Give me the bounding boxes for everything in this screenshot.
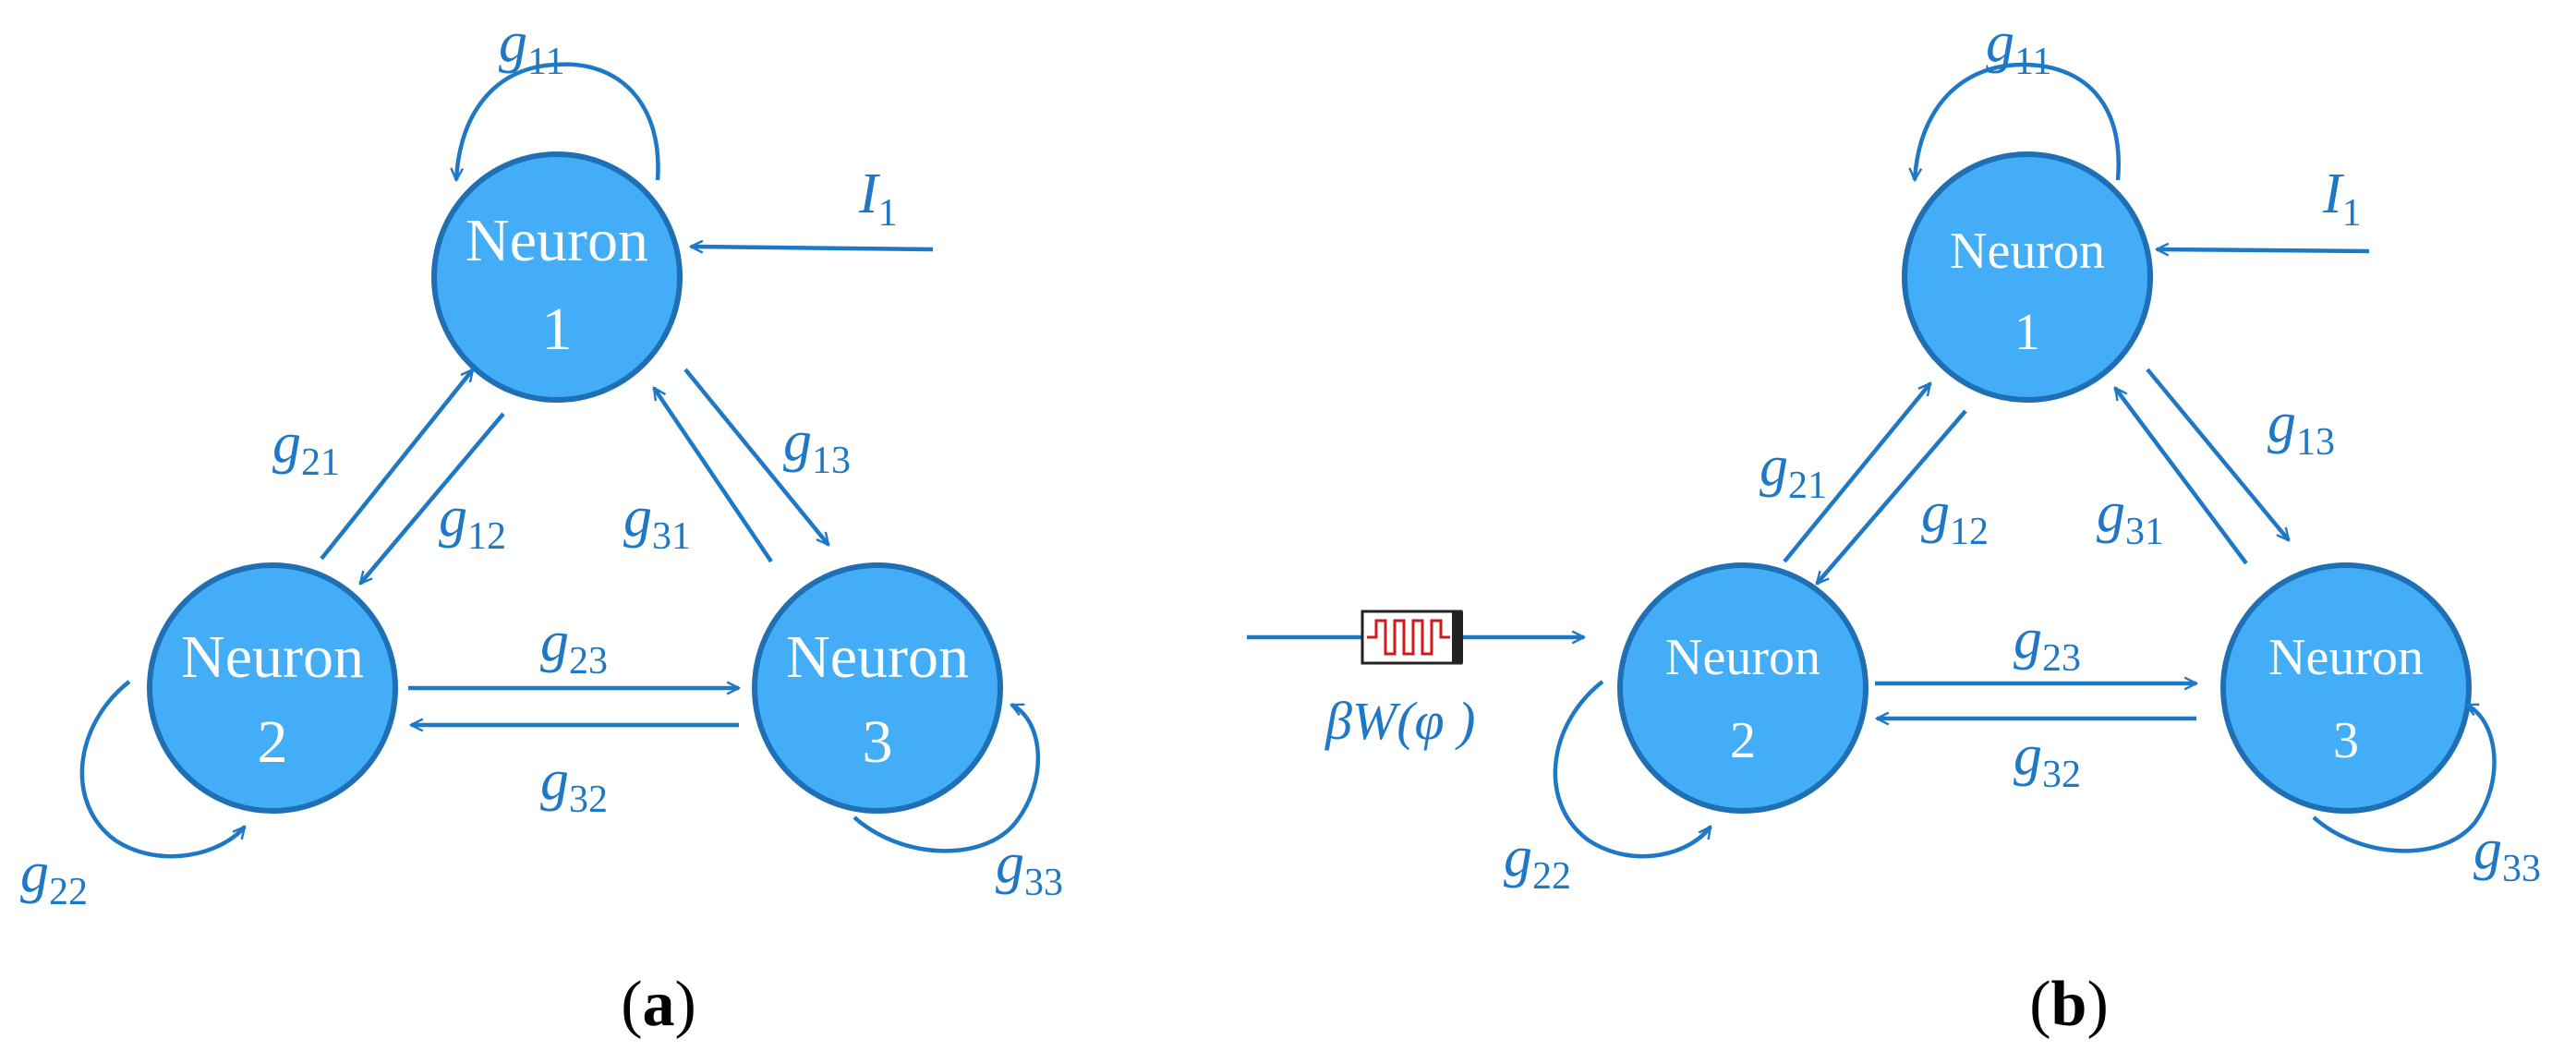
g22-label: g22 [20,841,88,913]
g11-label: g11 [499,11,564,83]
g12-label: g12 [439,486,506,558]
edge-i1-input [2157,249,2370,251]
g12-label: g12 [1921,481,1989,553]
edge-g11-self-loop [456,62,660,180]
neuron-3-node: Neuron 3 [752,562,1003,814]
g13-label: g13 [783,410,851,482]
edge-g12 [360,412,505,584]
g31-label: g31 [2097,481,2164,553]
g31-label: g31 [623,486,691,558]
square-wave-icon [1367,619,1450,656]
g32-label: g32 [2014,724,2081,796]
neuron-2-label: Neuron [181,623,364,691]
edge-g13 [683,368,830,545]
neuron-2-label: Neuron [1665,629,1820,686]
edge-g21 [1783,383,1932,563]
g21-label: g21 [1760,435,1827,507]
panel-b-caption: (b) [2029,969,2109,1040]
edge-g33-self-loop [2312,702,2497,853]
neuron-3-node: Neuron 3 [2220,562,2472,814]
memristor-polarity-bar [1452,611,1463,663]
g23-label: g23 [2014,608,2081,680]
i1-label: I1 [858,163,898,235]
noise-label: βW(φ ) [1324,691,1475,751]
edge-i1-input [691,247,934,249]
neuron-1-node: Neuron 1 [431,151,683,403]
neuron-1-label: Neuron [1950,223,2105,280]
edge-g31 [2113,388,2248,565]
neuron-3-number: 3 [863,708,893,776]
neuron-2-number: 2 [258,708,288,776]
neuron-2-node: Neuron 2 [1617,562,1869,814]
edge-g33-self-loop [853,702,1041,853]
g23-label: g23 [540,610,608,682]
edge-g13 [2146,368,2291,540]
neuron-2-node: Neuron 2 [147,562,398,814]
neuron-1-number: 1 [542,296,573,363]
g21-label: g21 [272,412,340,484]
g22-label: g22 [1504,826,1571,898]
neuron-3-label: Neuron [2268,629,2424,686]
edge-g22-self-loop [79,680,247,859]
g13-label: g13 [2268,392,2335,464]
panel-a-caption: (a) [621,969,696,1040]
edge-g31 [652,388,773,563]
edge-g21 [320,369,475,561]
edge-g12 [1817,409,1967,584]
neuron-3-number: 3 [2333,712,2359,769]
panel-b: Neuron 1 Neuron 2 Neuron 3 [1247,11,2541,1040]
neuron-1-label: Neuron [466,207,648,274]
edge-g22-self-loop [1553,680,1712,859]
neuron-1-number: 1 [2014,304,2040,361]
edge-g11-self-loop [1915,62,2121,180]
noise-memristor-input [1247,610,1584,665]
g11-label: g11 [1986,11,2051,83]
g33-label: g33 [2473,818,2541,890]
g32-label: g32 [540,749,608,821]
i1-label: I1 [2322,163,2362,235]
neuron-2-number: 2 [1730,712,1756,769]
g33-label: g33 [996,832,1063,904]
panel-a: Neuron 1 Neuron 2 Neuron 3 g11 I1 g21 g1… [20,11,1063,1040]
neuron-1-node: Neuron 1 [1902,151,2153,403]
neuron-3-label: Neuron [786,623,969,691]
